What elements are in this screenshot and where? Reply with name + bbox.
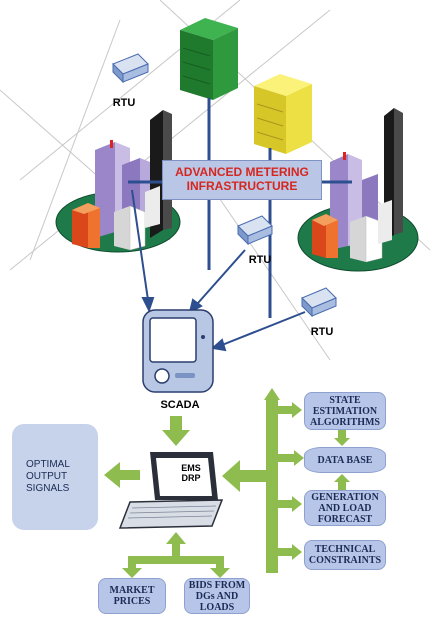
- bids-box: BIDS FROM DGs AND LOADS: [184, 578, 250, 614]
- optimal-line1: OPTIMAL: [26, 459, 70, 470]
- market-bids-branch: [122, 532, 230, 578]
- rtu-label-1: RTU: [112, 97, 136, 109]
- rtu-label-3: RTU: [310, 326, 334, 338]
- data-bus: [266, 398, 278, 573]
- state-line3: ALGORITHMS: [309, 416, 380, 428]
- ami-label-line2: INFRASTRUCTURE: [186, 179, 298, 193]
- bus-top-arrow: [264, 388, 280, 400]
- forecast-to-db-arrow: [334, 474, 350, 490]
- rtu-device-3: [301, 287, 337, 318]
- generation-forecast-box: GENERATION AND LOAD FORECAST: [304, 490, 386, 526]
- technical-line1: TECHNICAL: [314, 544, 376, 555]
- ems-label-line1: EMS: [181, 463, 201, 473]
- technical-constraints-box: TECHNICAL CONSTRAINTS: [304, 540, 386, 570]
- green-server-cube: [180, 18, 238, 100]
- generation-line3: FORECAST: [317, 513, 373, 525]
- state-line1: STATE: [329, 394, 361, 406]
- ami-box: ADVANCED METERING INFRASTRUCTURE: [162, 160, 322, 200]
- bids-line3: LOADS: [199, 601, 235, 613]
- database-label: DATA BASE: [317, 454, 373, 466]
- right-city-buildings: [312, 108, 403, 263]
- generation-line1: GENERATION: [311, 491, 379, 503]
- rtu-label-2: RTU: [248, 254, 272, 266]
- bus-to-ems-arrow: [222, 460, 268, 492]
- market-line2: PRICES: [113, 596, 151, 607]
- bids-line2: DGs AND: [195, 590, 239, 602]
- yellow-server-cube: [254, 74, 312, 154]
- market-line1: MARKET: [109, 585, 155, 596]
- scada-arrows: [131, 189, 306, 352]
- optimal-line2: OUTPUT: [26, 471, 68, 482]
- scada-label: SCADA: [160, 399, 200, 411]
- scada-terminal: [142, 309, 214, 393]
- optimal-line3: SIGNALS: [26, 483, 70, 494]
- state-to-db-arrow: [334, 430, 350, 446]
- rtu-device-2: [237, 215, 273, 246]
- bus-branches: [278, 402, 304, 560]
- bids-line1: BIDS FROM: [188, 579, 246, 591]
- state-line2: ESTIMATION: [312, 405, 378, 417]
- ems-laptop: [118, 452, 224, 529]
- generation-line2: AND LOAD: [318, 502, 372, 514]
- ems-to-optimal-arrow: [104, 462, 140, 488]
- optimal-output-box: OPTIMAL OUTPUT SIGNALS: [12, 424, 98, 530]
- ems-label-line2: DRP: [181, 472, 201, 483]
- database-box: DATA BASE: [304, 447, 386, 473]
- technical-line2: CONSTRAINTS: [308, 555, 382, 566]
- scada-to-ems-arrow: [162, 416, 190, 446]
- state-estimation-box: STATE ESTIMATION ALGORITHMS: [304, 392, 386, 430]
- market-prices-box: MARKET PRICES: [98, 578, 166, 614]
- ami-label-line1: ADVANCED METERING: [175, 165, 309, 180]
- left-city-buildings: [72, 110, 172, 251]
- ems-label: EMS DRP: [176, 463, 206, 484]
- rtu-device-1: [112, 53, 149, 84]
